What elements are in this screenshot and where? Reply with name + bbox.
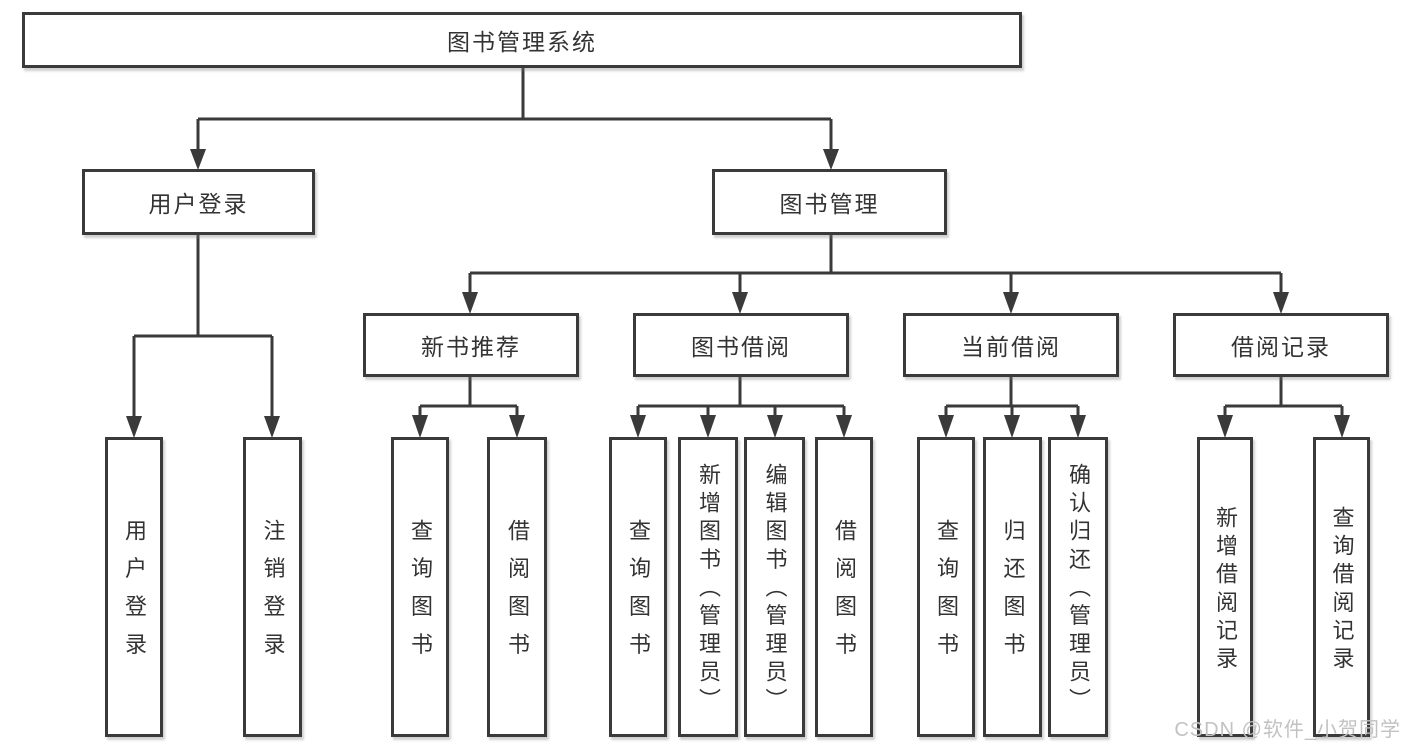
leaf-label: 查询图书 <box>626 519 651 671</box>
leaf-confirm-return-admin: 确认归还（管理员） <box>1048 437 1108 737</box>
leaf-logout: 注销登录 <box>243 437 302 737</box>
leaf-query-books-recommend: 查询图书 <box>391 437 449 737</box>
leaf-query-books-current: 查询图书 <box>917 437 975 737</box>
arrowhead <box>836 415 852 438</box>
leaf-add-book-admin: 新增图书（管理员） <box>678 437 738 737</box>
leaf-return-book: 归还图书 <box>983 437 1042 737</box>
watermark: CSDN @软件_小贺同学 <box>1174 719 1401 741</box>
connector-path <box>132 68 1344 418</box>
leaf-label: 新增借阅记录 <box>1213 505 1238 675</box>
node-label: 借阅记录 <box>1231 334 1331 360</box>
arrowhead <box>630 415 646 438</box>
node-library-system: 图书管理系统 <box>22 12 1022 68</box>
leaf-label: 借阅图书 <box>832 519 857 671</box>
leaf-label: 新增图书（管理员） <box>696 463 721 717</box>
leaf-query-books-borrowing: 查询图书 <box>609 437 667 737</box>
leaf-borrow-books-borrowing: 借阅图书 <box>815 437 873 737</box>
arrowhead <box>1217 415 1233 438</box>
arrowhead <box>126 416 142 438</box>
arrowhead <box>509 415 525 438</box>
leaf-edit-book-admin: 编辑图书（管理员） <box>744 437 805 737</box>
node-label: 新书推荐 <box>421 334 521 360</box>
leaf-add-borrow-record: 新增借阅记录 <box>1197 437 1253 737</box>
node-label: 当前借阅 <box>961 334 1061 360</box>
leaf-label: 用户登录 <box>122 519 147 671</box>
arrowhead <box>1334 415 1350 438</box>
arrowhead <box>462 292 478 314</box>
node-label: 图书管理 <box>779 191 880 217</box>
leaf-query-borrow-record: 查询借阅记录 <box>1313 437 1370 737</box>
node-borrowing-records: 借阅记录 <box>1173 313 1389 377</box>
arrowhead <box>412 415 428 438</box>
node-label: 图书管理系统 <box>447 29 597 55</box>
node-new-book-recommend: 新书推荐 <box>363 313 579 377</box>
leaf-label: 归还图书 <box>1000 519 1026 671</box>
arrowheads <box>126 149 1350 438</box>
node-book-borrowing: 图书借阅 <box>633 313 849 377</box>
arrowhead <box>1273 292 1289 314</box>
leaf-user-login: 用户登录 <box>105 437 163 737</box>
arrowhead <box>732 292 748 314</box>
arrowhead <box>1070 415 1086 438</box>
leaf-label: 借阅图书 <box>505 519 530 671</box>
leaf-label: 确认归还（管理员） <box>1066 463 1091 717</box>
node-user-login: 用户登录 <box>82 169 315 235</box>
arrowhead <box>190 149 206 170</box>
arrowhead <box>823 149 839 170</box>
leaf-label: 注销登录 <box>260 519 286 671</box>
leaf-label: 查询图书 <box>934 519 959 671</box>
arrowhead <box>767 415 783 438</box>
node-label: 图书借阅 <box>691 334 791 360</box>
node-label: 用户登录 <box>148 191 249 217</box>
arrowhead <box>938 415 954 438</box>
leaf-borrow-books-recommend: 借阅图书 <box>487 437 547 737</box>
arrowhead <box>1003 292 1019 314</box>
arrowhead <box>1004 415 1020 438</box>
arrowhead <box>264 416 280 438</box>
leaf-label: 查询图书 <box>408 519 433 671</box>
arrowhead <box>700 415 716 438</box>
leaf-label: 查询借阅记录 <box>1329 505 1355 675</box>
node-book-management: 图书管理 <box>712 169 947 235</box>
node-current-borrowing: 当前借阅 <box>903 313 1119 377</box>
leaf-label: 编辑图书（管理员） <box>762 463 788 717</box>
